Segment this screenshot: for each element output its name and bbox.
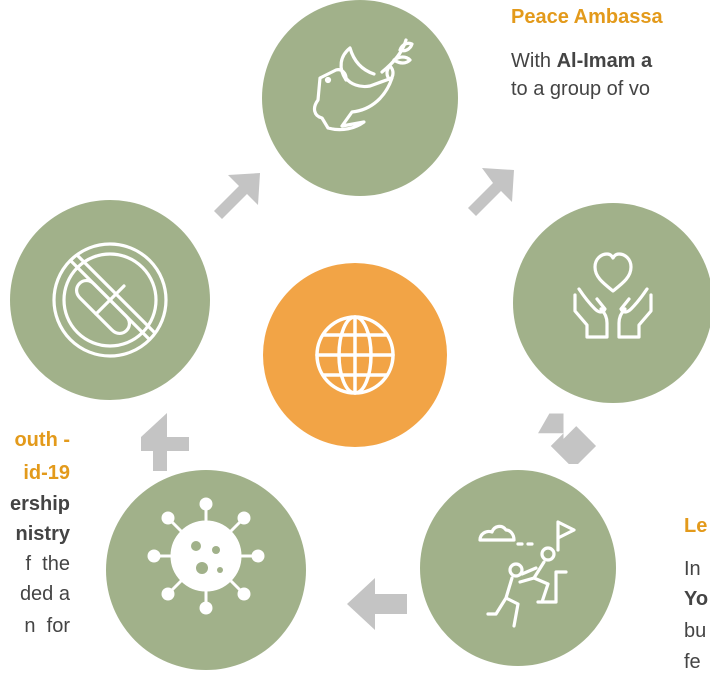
arrow-down (537, 394, 607, 469)
youth-covid-heading-1: outh - (14, 429, 70, 451)
center-node (263, 263, 447, 447)
peace-line-bold: Al-Imam a (556, 50, 653, 72)
no-drugs-icon (52, 242, 168, 358)
arrow-down-right (452, 160, 522, 230)
leadership-line-1: In (684, 558, 701, 580)
peace-ambassador-line-1: With Al-Imam a (511, 47, 652, 75)
arrow-up (133, 407, 203, 477)
peace-ambassador-line-2: to a group of vo (511, 78, 650, 100)
left-line-3: f the (25, 553, 70, 575)
left-line-5: n for (24, 615, 70, 637)
youth-covid-node (10, 200, 210, 400)
virus-icon (147, 497, 265, 615)
youth-covid-heading-2: id-19 (23, 462, 70, 484)
arrow-up-right (198, 165, 268, 235)
left-bold-line-1: ership (9, 493, 70, 515)
globe-icon (315, 315, 395, 395)
left-line-4: ded a (19, 583, 70, 605)
leadership-node (420, 470, 616, 666)
peace-ambassador-heading: Peace Ambassa (511, 6, 663, 28)
arrow-left (343, 572, 413, 642)
dove-icon (312, 38, 414, 132)
left-bold-line-2: nistry (15, 523, 70, 545)
peace-line-prefix: With (511, 50, 557, 72)
heart-hands-node (513, 203, 710, 403)
leadership-heading: Le (684, 515, 708, 537)
covid-node (106, 470, 306, 670)
leadership-line-4: fe (684, 651, 701, 673)
leadership-line-2: Yo (684, 588, 709, 610)
leadership-line-3: bu (684, 620, 707, 642)
climbing-icon (478, 520, 576, 628)
peace-ambassador-node (262, 0, 458, 196)
heart-hands-icon (573, 252, 653, 339)
